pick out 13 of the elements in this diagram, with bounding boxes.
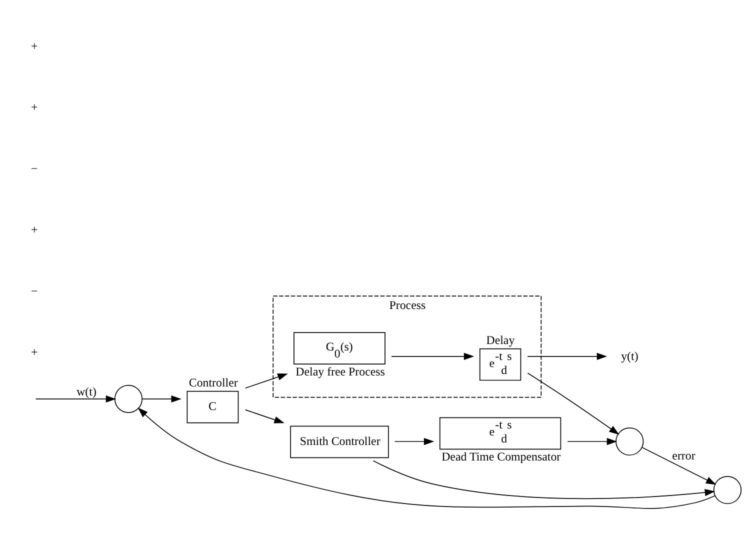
node-label: Delay [486,332,515,346]
label: + [31,344,38,359]
node-label: Controller [188,374,238,389]
label: − [31,160,38,175]
node-text: y(t) [621,348,638,362]
node-label: Dead Time Compensator [442,448,561,463]
label: + [31,222,38,236]
label: + [31,38,38,52]
node-label: Delay free Process [296,364,385,378]
label: − [31,283,38,298]
edge-label: w(t) [76,384,96,398]
label: + [31,100,38,114]
edge-label: error [672,448,696,462]
